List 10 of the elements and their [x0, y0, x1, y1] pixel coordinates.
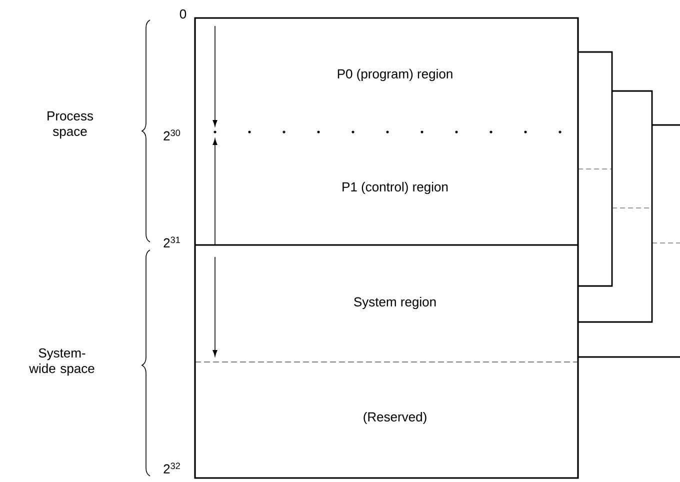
region-label: (Reserved) — [364, 412, 426, 424]
region-label: P1 (control) region — [342, 182, 448, 194]
address-label: System-wide space — [29, 348, 94, 376]
region-label: System region — [354, 296, 436, 310]
address-label: 2$^{30}$ — [164, 130, 180, 140]
address-label: 2$^{32}$ — [164, 462, 180, 474]
address-label: 2$^{31}$ — [164, 236, 180, 248]
address-label: Process space — [48, 111, 94, 139]
address-label: 0 — [180, 9, 186, 19]
region-label: P0 (program) region — [338, 68, 452, 82]
